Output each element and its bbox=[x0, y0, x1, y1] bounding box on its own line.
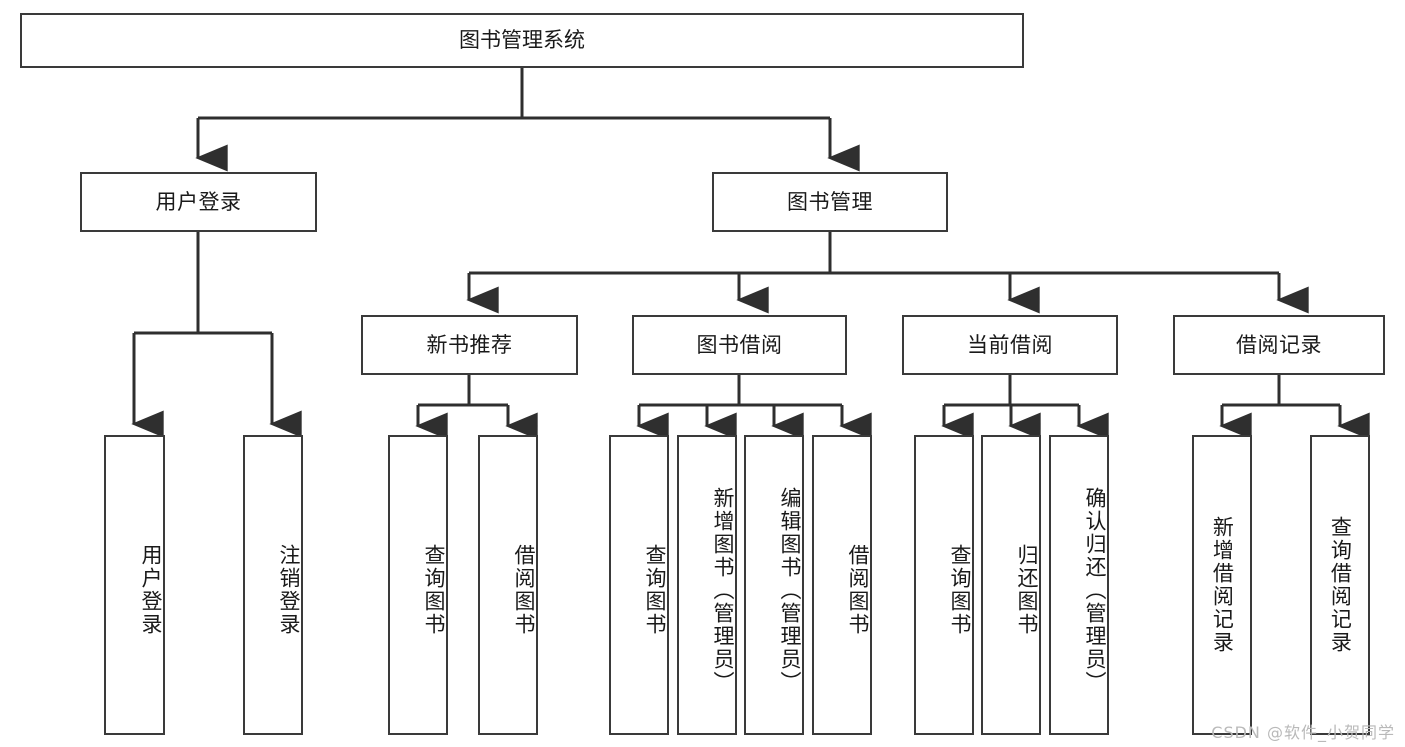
node-label: 借阅记录 bbox=[1236, 332, 1322, 357]
node-book-borrow[interactable]: 图书借阅 bbox=[632, 315, 847, 375]
node-root-book-management-system[interactable]: 图书管理系统 bbox=[20, 13, 1024, 68]
leaf-return-book[interactable]: 归还图书 bbox=[981, 435, 1041, 735]
node-label: 新增借阅记录 bbox=[1210, 516, 1235, 654]
node-current-borrow[interactable]: 当前借阅 bbox=[902, 315, 1118, 375]
leaf-query-borrow-record[interactable]: 查询借阅记录 bbox=[1310, 435, 1370, 735]
node-user-login[interactable]: 用户登录 bbox=[80, 172, 317, 232]
node-label: 确认归还（管理员） bbox=[1083, 486, 1107, 694]
leaf-borrow-book-borrow[interactable]: 借阅图书 bbox=[812, 435, 872, 735]
node-label: 查询借阅记录 bbox=[1328, 516, 1353, 654]
leaf-add-book-admin[interactable]: 新增图书（管理员） bbox=[677, 435, 737, 735]
node-book-management[interactable]: 图书管理 bbox=[712, 172, 948, 232]
node-label: 图书管理系统 bbox=[459, 28, 585, 53]
leaf-query-book-current[interactable]: 查询图书 bbox=[914, 435, 974, 735]
node-label: 查询图书 bbox=[422, 544, 446, 636]
node-label: 图书管理 bbox=[787, 189, 873, 214]
node-label: 注销登录 bbox=[277, 544, 301, 636]
node-label: 用户登录 bbox=[139, 544, 163, 636]
node-label: 图书借阅 bbox=[696, 332, 783, 357]
leaf-query-book-recommend[interactable]: 查询图书 bbox=[388, 435, 448, 735]
node-label: 借阅图书 bbox=[846, 544, 870, 636]
node-label: 查询图书 bbox=[948, 544, 972, 636]
node-label: 用户登录 bbox=[155, 189, 242, 214]
node-label: 新增图书（管理员） bbox=[711, 486, 735, 694]
node-label: 借阅图书 bbox=[512, 544, 536, 636]
leaf-add-borrow-record[interactable]: 新增借阅记录 bbox=[1192, 435, 1252, 735]
node-borrow-record[interactable]: 借阅记录 bbox=[1173, 315, 1385, 375]
leaf-borrow-book-recommend[interactable]: 借阅图书 bbox=[478, 435, 538, 735]
node-label: 新书推荐 bbox=[426, 332, 513, 357]
leaf-confirm-return-admin[interactable]: 确认归还（管理员） bbox=[1049, 435, 1109, 735]
leaf-edit-book-admin[interactable]: 编辑图书（管理员） bbox=[744, 435, 804, 735]
node-label: 查询图书 bbox=[643, 544, 667, 636]
leaf-user-login[interactable]: 用户登录 bbox=[104, 435, 165, 735]
node-label: 当前借阅 bbox=[967, 332, 1053, 357]
node-label: 归还图书 bbox=[1015, 544, 1039, 636]
node-new-book-recommend[interactable]: 新书推荐 bbox=[361, 315, 578, 375]
node-label: 编辑图书（管理员） bbox=[778, 486, 802, 694]
leaf-logout-login[interactable]: 注销登录 bbox=[243, 435, 303, 735]
leaf-query-book-borrow[interactable]: 查询图书 bbox=[609, 435, 669, 735]
